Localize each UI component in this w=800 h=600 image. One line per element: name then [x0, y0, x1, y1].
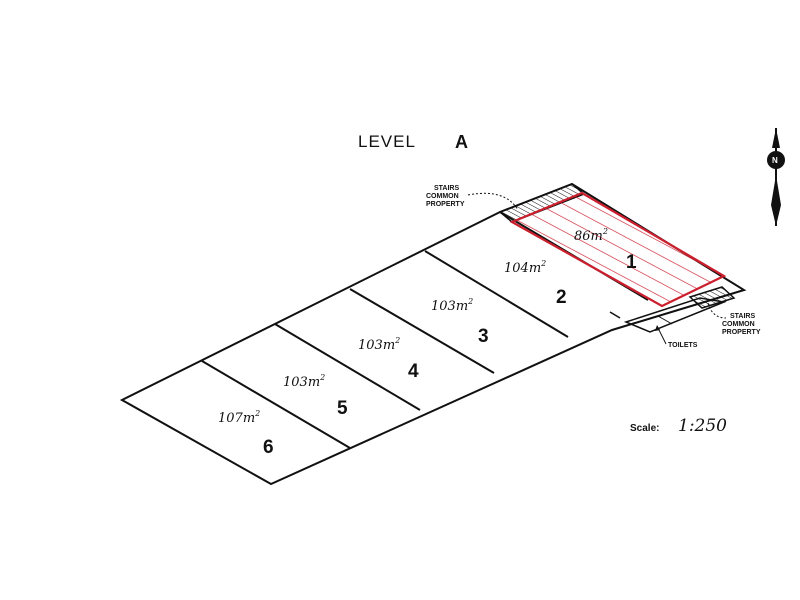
- toilets-label: TOILETS: [668, 342, 698, 349]
- stairs-top-label-2: COMMON: [426, 193, 459, 200]
- lot-3-area: 103m2: [431, 297, 473, 314]
- building-outline: [119, 182, 747, 486]
- lot-5-area: 103m2: [283, 373, 325, 390]
- door-mark: [609, 311, 621, 319]
- lot-2-number: 2: [556, 287, 567, 308]
- lot-1-highlight: [509, 191, 727, 308]
- toilets-arrow: [657, 327, 667, 345]
- lot-4-area: 103m2: [358, 336, 400, 353]
- scale-caption: Scale:: [630, 423, 659, 434]
- lot-3-number: 3: [478, 326, 489, 347]
- toilets-arrowhead: [655, 325, 660, 331]
- stairs-top-label-3: PROPERTY: [426, 201, 465, 208]
- lot-divider-6-5: [201, 360, 351, 449]
- north-arrow-icon: N: [767, 128, 785, 226]
- north-label: N: [772, 156, 778, 165]
- lot-2-area: 104m2: [504, 259, 546, 276]
- lot-5-number: 5: [337, 398, 348, 419]
- lot-divider-4-3: [349, 288, 495, 374]
- stairs-right: [688, 286, 736, 309]
- lot-divider-5-4: [274, 323, 421, 411]
- stairs-right-label-1: STAIRS: [730, 313, 755, 320]
- stairs-top-leader: [467, 192, 519, 211]
- lot-6-number: 6: [263, 437, 274, 458]
- stairs-top-label-1: STAIRS: [434, 185, 459, 192]
- lot-1-area: 86m2: [574, 227, 608, 244]
- scale-value: 1:250: [678, 416, 727, 436]
- lot-1-number: 1: [626, 252, 637, 273]
- stairs-right-leader: [707, 302, 727, 319]
- toilets-partition: [657, 315, 673, 325]
- toilets-block: [623, 297, 727, 333]
- lot-6-area: 107m2: [218, 409, 260, 426]
- level-title: LEVEL: [358, 132, 416, 151]
- stairs-right-label-2: COMMON: [722, 321, 755, 328]
- lot-divider-3-2: [424, 250, 569, 338]
- level-letter: A: [455, 132, 468, 152]
- stairs-right-label-3: PROPERTY: [722, 329, 761, 336]
- lot-4-number: 4: [408, 361, 419, 382]
